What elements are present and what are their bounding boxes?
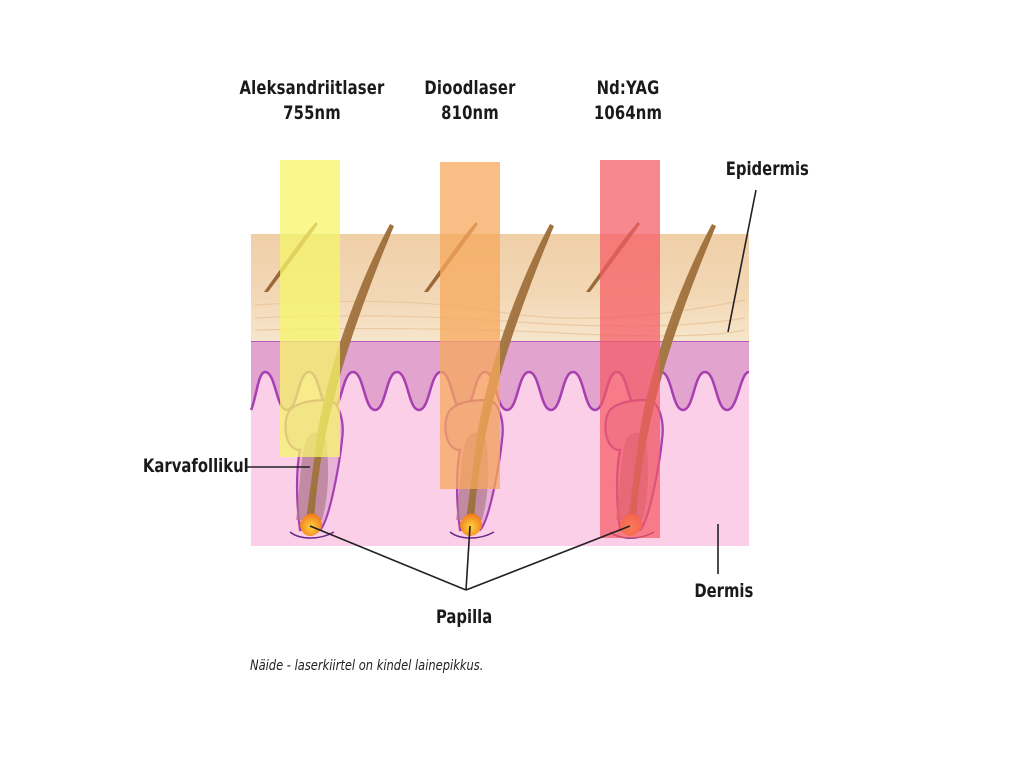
epidermis-pointer-line [727, 189, 757, 333]
papilla-1 [300, 513, 322, 536]
laser-name-1: Aleksandriitlaser [239, 77, 385, 99]
follicle-label: Karvafollikul [142, 455, 249, 477]
hair-shaft-2 [466, 224, 554, 520]
laser-name-3: Nd:YAG [596, 77, 660, 99]
laser-label-2: Dioodlaser 810nm [392, 76, 548, 126]
caption: Näide - laserkiirtel on kindel lainepikk… [250, 658, 484, 674]
laser-wavelength-3: 1064nm [593, 102, 663, 124]
papilla-pointer-lines [309, 525, 631, 591]
dermis-label: Dermis [694, 580, 754, 602]
papilla-label: Papilla [435, 606, 493, 628]
laser-name-2: Dioodlaser [424, 77, 516, 99]
laser-label-1: Aleksandriitlaser 755nm [234, 76, 390, 126]
papilla-2 [460, 513, 482, 536]
laser-beam-ndyag [600, 160, 660, 538]
laser-wavelength-1: 755nm [283, 102, 341, 124]
hair-shaft-1 [306, 224, 394, 520]
epidermis-label: Epidermis [725, 158, 809, 180]
laser-beam-aleksandriit [280, 160, 340, 457]
laser-label-3: Nd:YAG 1064nm [550, 76, 706, 126]
laser-wavelength-2: 810nm [441, 102, 499, 124]
laser-beam-diood [440, 162, 500, 489]
